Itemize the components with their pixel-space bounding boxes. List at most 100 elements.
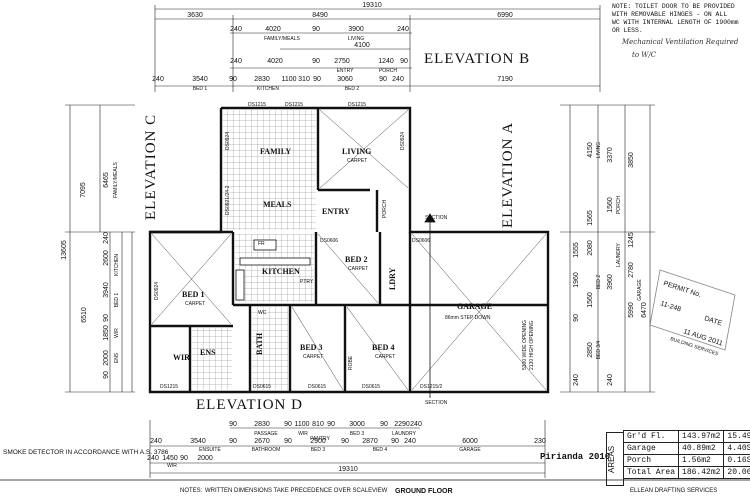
dim-bot-r2-2: 3540: [190, 438, 206, 445]
dim-left-label-bed1: BED 1: [114, 293, 120, 308]
window-9: DS0615: [253, 384, 271, 390]
bottom-dimensions: [149, 420, 546, 478]
stamp-permit: PERMIT No.: [662, 280, 701, 299]
dim-bot-r2-6: 2900: [310, 438, 326, 445]
dim-top-r5-8: 3060: [337, 76, 353, 83]
dim-bot-r1-1: 90: [229, 421, 237, 428]
dim-bot-r2-12: 230: [534, 438, 546, 445]
room-bed1: BED 1: [182, 290, 204, 299]
dim-left-3: 13605: [61, 240, 68, 260]
room-garage: GARAGE: [457, 302, 492, 311]
room-living: LIVING: [342, 147, 371, 156]
dim-top-r5-10: 240: [392, 76, 404, 83]
window-1: DS1215: [248, 102, 266, 108]
dim-right-4: 1560: [607, 197, 614, 213]
dim-label-living: LIVING: [348, 36, 365, 42]
dim-top-1: 3630: [187, 12, 203, 19]
dim-left-1: 7095: [80, 182, 87, 198]
footer-title: GROUND FLOOR: [395, 488, 453, 495]
dim-bot-r2-7: 90: [341, 438, 349, 445]
note-line-1: NOTE: TOILET DOOR TO BE PROVIDED: [612, 3, 735, 10]
dim-bot-overall: 19310: [338, 466, 358, 473]
dim-top-r4-1: 240: [230, 58, 242, 65]
section-line: [424, 213, 436, 398]
dim-right-label-bed2: BED 2: [596, 275, 602, 290]
tiled-floor-family-meals: [223, 110, 316, 230]
tiled-floor-ens: [192, 328, 232, 390]
handwritten-note-1: Mechanical Ventilation Required: [622, 38, 739, 46]
dim-top-r5-3: 90: [229, 76, 237, 83]
dim-bot-label-wir: WIR: [298, 431, 308, 437]
room-kitchen: KITCHEN: [262, 267, 300, 276]
dim-top-r5-7: 90: [313, 76, 321, 83]
dim-bot-r3-3: 90: [180, 455, 188, 462]
dim-left-5: 2600: [103, 250, 110, 266]
room-ens: ENS: [200, 348, 216, 357]
window-11: DS0615: [362, 384, 380, 390]
dim-bot-r2-3: 90: [229, 438, 237, 445]
room-wir: WIR: [173, 353, 190, 362]
dim-right-13: 1960: [573, 272, 580, 288]
dim-bot-r1-2: 2830: [254, 421, 270, 428]
dim-right-9: 1245: [628, 232, 635, 248]
elevation-b: ELEVATION B: [424, 51, 530, 67]
dim-bot-r2-11: 6000: [462, 438, 478, 445]
left-dimensions: [65, 104, 135, 393]
dim-right-16: 2850: [587, 342, 594, 358]
dim-bot-r1-8: 90: [380, 421, 388, 428]
dim-right-10: 2780: [628, 262, 635, 278]
dim-top-overall: 19310: [362, 2, 382, 9]
footer-company: ELLEAN DRAFTING SERVICES: [630, 488, 718, 494]
room-meals: MEALS: [263, 200, 292, 209]
room-living-floor: CARPET: [347, 158, 367, 164]
area-m2: 1.56m2: [678, 454, 725, 467]
dim-left-label-ens: ENS: [114, 352, 120, 363]
dim-left-10: 90: [103, 314, 110, 322]
dim-top-r5-11: 7190: [497, 76, 513, 83]
area-sq: 15.49Sq: [723, 430, 750, 443]
dim-left-7: 2000: [103, 350, 110, 366]
footer-notes: NOTES:: [180, 488, 203, 494]
dim-bot-r2-4: 2670: [254, 438, 270, 445]
dim-bot-label-ensuite: ENSUITE: [199, 447, 221, 453]
dim-bot-r1-5: 810: [312, 421, 324, 428]
dim-label-family-meals: FAMILY/MEALS: [264, 36, 300, 42]
dim-bot-r2-8: 2870: [362, 438, 378, 445]
dim-bot-label-bed3: BED 3: [350, 431, 365, 437]
footer-view: VIEW: [372, 488, 388, 494]
window-5: DS0924: [400, 132, 406, 150]
dim-left-9: 240: [103, 232, 110, 244]
dim-right-17: 240: [573, 374, 580, 386]
dim-right-label-living: LIVING: [596, 142, 602, 159]
window-8: DS1215: [160, 384, 178, 390]
dim-left-label-kitchen: KITCHEN: [114, 254, 120, 276]
dim-left-6: 1850: [103, 325, 110, 341]
kitchen-bench: [235, 239, 311, 301]
room-ptry: PTRY: [300, 279, 314, 285]
room-bed1-floor: CARPET: [185, 301, 205, 307]
dim-label-bed1: BED 1: [193, 86, 208, 92]
project-ref: Pirianda 2010: [540, 452, 611, 462]
elevation-a: ELEVATION A: [500, 122, 516, 228]
dim-top-3: 6990: [497, 12, 513, 19]
window-6: DS0921/24-2: [225, 185, 231, 215]
window-10: DS0615: [308, 384, 326, 390]
toilet-door-note: NOTE: TOILET DOOR TO BE PROVIDED WITH RE…: [612, 3, 739, 35]
stamp-number: 11-248: [659, 300, 682, 313]
window-14: DS0606: [320, 238, 338, 244]
dim-top-r2-5: 240: [397, 26, 409, 33]
dim-top-r5-2: 3540: [192, 76, 208, 83]
dim-bot-r1-7: 3000: [349, 421, 365, 428]
area-sq: 4.40Sq: [723, 442, 750, 455]
dim-bot-label-garage: GARAGE: [459, 447, 481, 453]
room-garage-note: 86mm STEP DOWN: [445, 315, 491, 321]
dim-right-label-bed34: BED 3/4: [596, 340, 602, 359]
dim-label-kitchen: KITCHEN: [257, 86, 279, 92]
area-sq: 20.06Sq: [723, 466, 750, 479]
areas-title: AREAS: [606, 432, 624, 486]
window-3: DS1215: [348, 102, 366, 108]
dim-left-label-fm: FAMILY/MEALS: [113, 161, 119, 197]
area-label: Porch: [622, 454, 680, 467]
room-robe: ROBE: [348, 355, 354, 370]
